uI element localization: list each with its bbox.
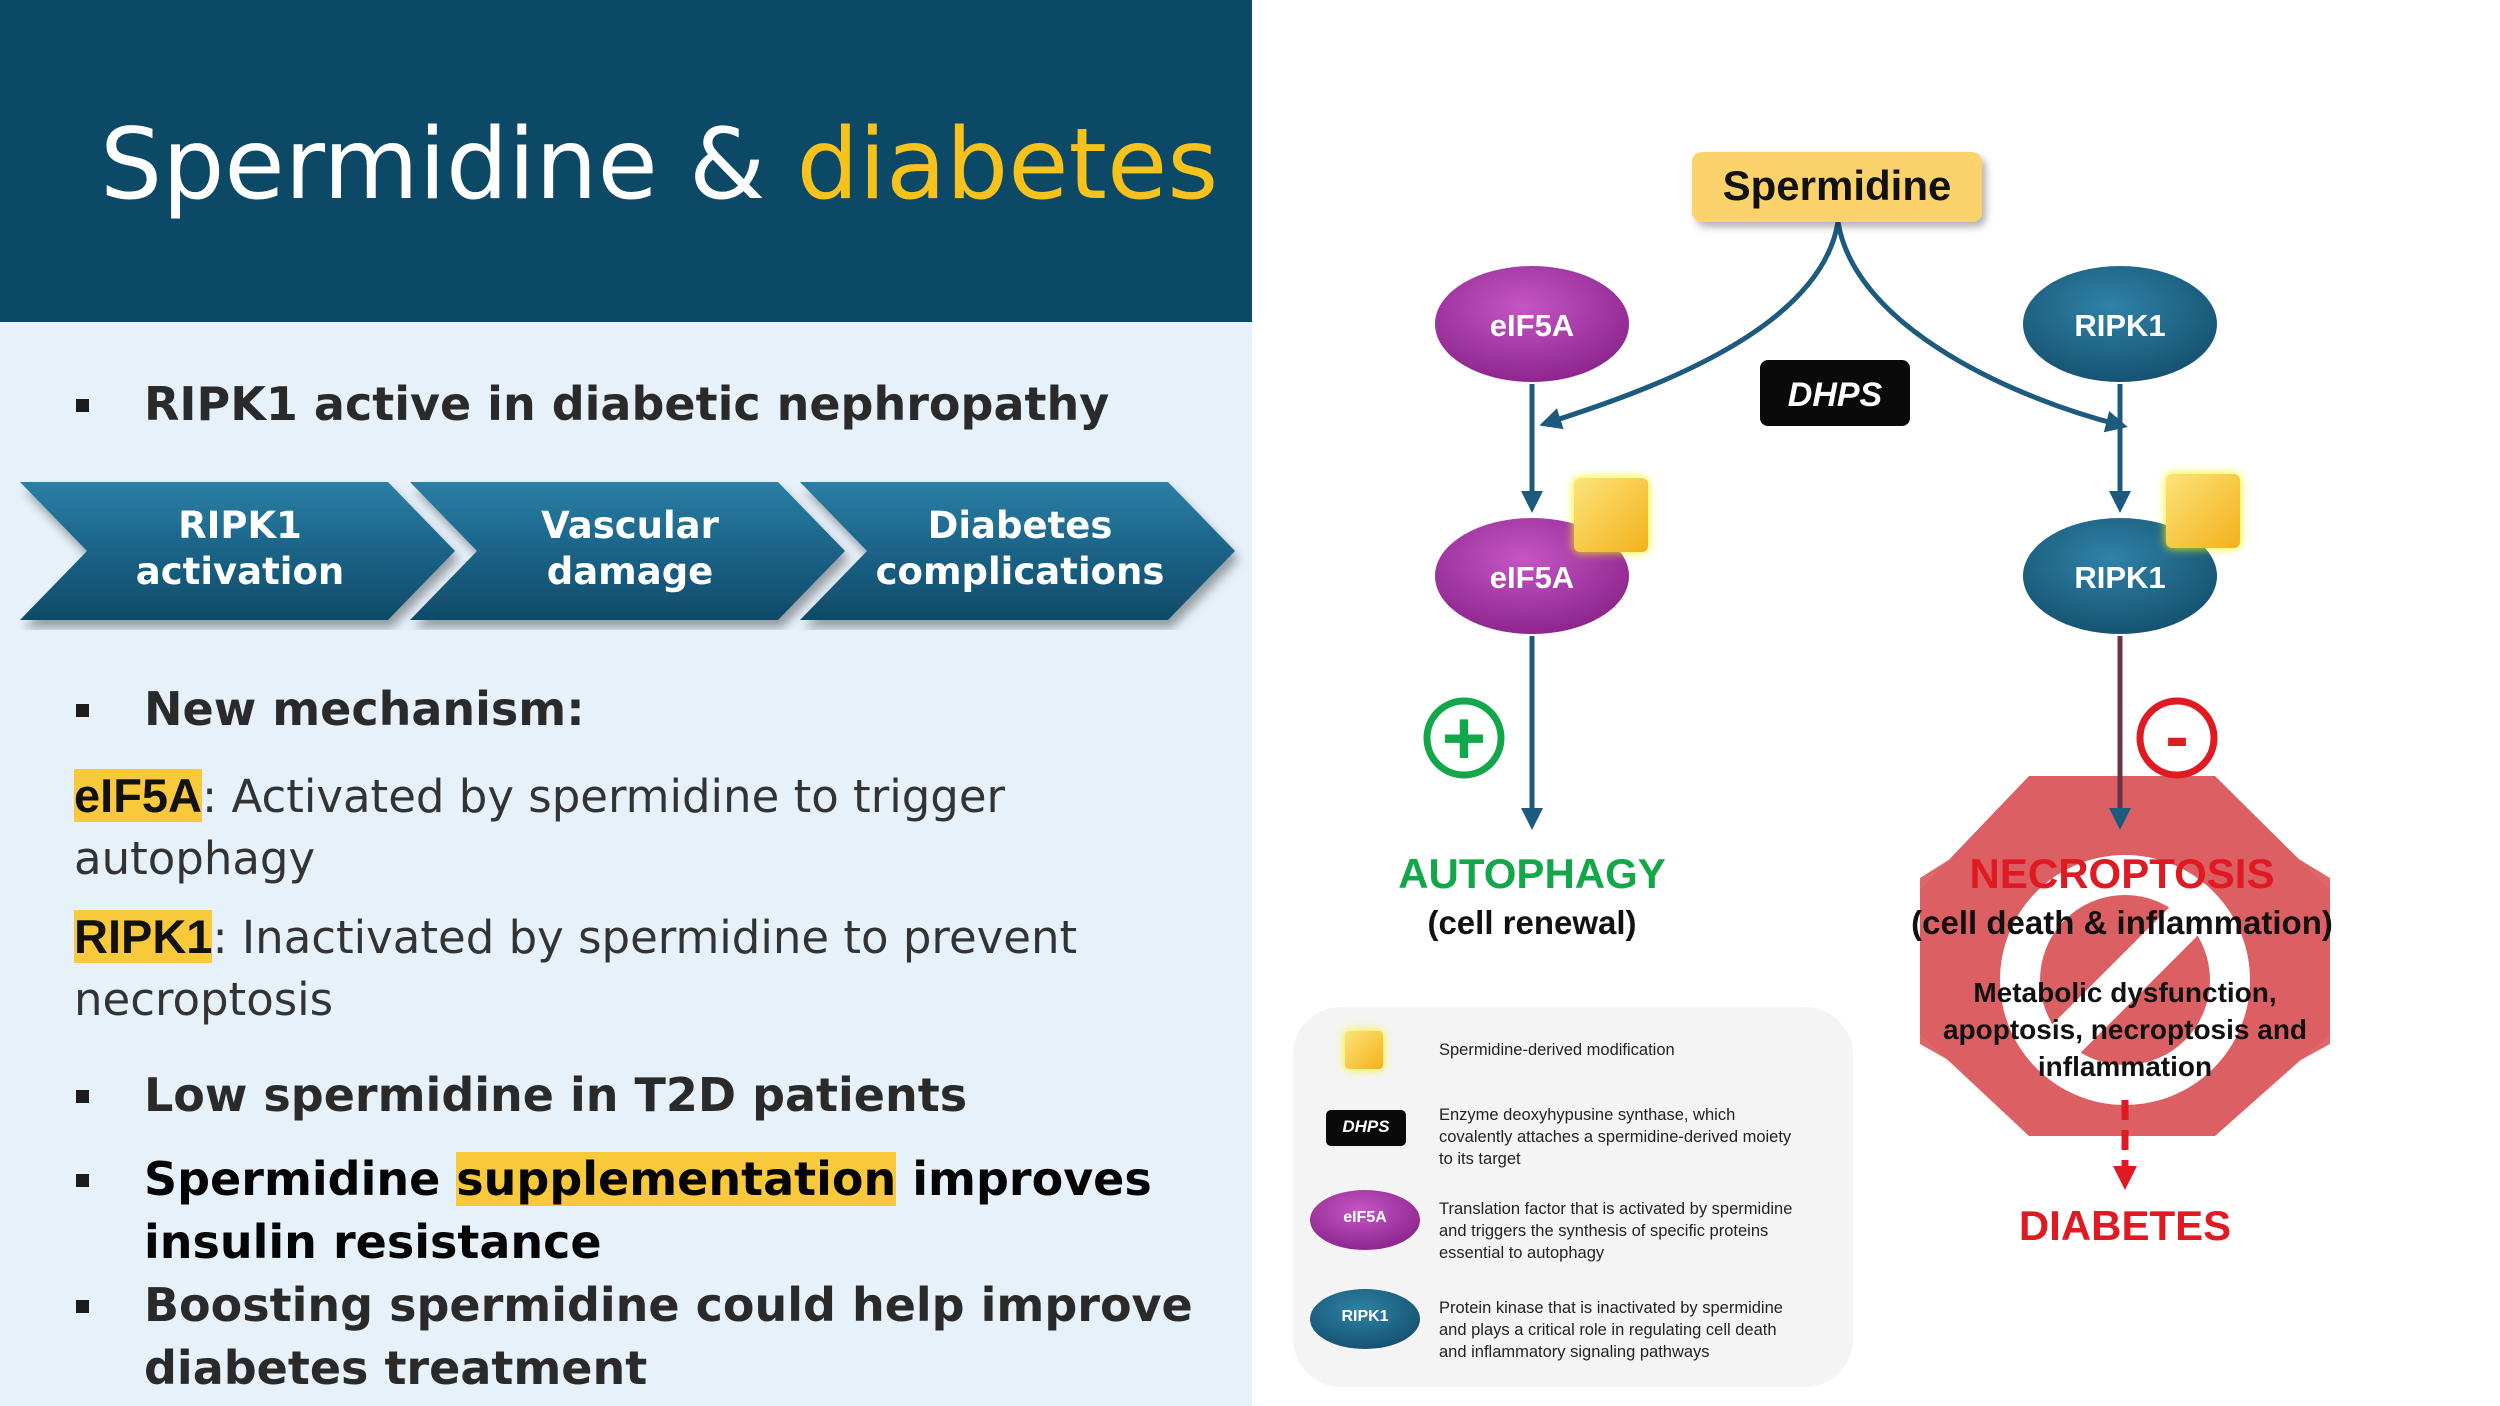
process-chevrons <box>20 482 1235 620</box>
legend-eif5a-label: eIF5A <box>1343 1209 1387 1226</box>
chevron-diabetes-complications <box>800 482 1235 620</box>
ripk1-node-modified <box>2023 518 2217 634</box>
eif5a-description: eIF5A: Activated by spermidine to trigge… <box>74 769 1006 823</box>
metabolic-text-1: Metabolic dysfunction, <box>1973 977 2276 1008</box>
eif5a-mod-label: eIF5A <box>1490 560 1574 595</box>
eif5a-top-label: eIF5A <box>1490 308 1574 343</box>
metabolic-text-3: inflammation <box>2038 1051 2212 1082</box>
minus-circle-icon <box>2136 697 2218 779</box>
title-banner: Spermidine & diabetes <box>0 0 1252 322</box>
bullet-supplementation: Spermidine supplementation improves <box>144 1152 1152 1206</box>
autophagy-sublabel: (cell renewal) <box>1427 904 1636 941</box>
legend-dhps-box <box>1326 1110 1406 1146</box>
bullet-low-spermidine: Low spermidine in T2D patients <box>144 1068 968 1122</box>
ripk1-mod-label: RIPK1 <box>2074 560 2165 595</box>
necroptosis-label: NECROPTOSIS <box>1970 850 2275 897</box>
eif5a-term: eIF5A <box>74 769 202 822</box>
title-main: Spermidine & <box>100 108 766 222</box>
plus-circle-icon <box>1423 697 1505 779</box>
legend-ripk1-text: Protein kinase that is inactivated by sp… <box>1439 1299 1783 1361</box>
chevron-vascular-damage <box>410 482 845 620</box>
dhps-label: DHPS <box>1788 376 1883 414</box>
legend-modification-icon <box>1345 1031 1383 1069</box>
eif5a-description-line2: autophagy <box>74 832 316 885</box>
bullet-boosting: Boosting spermidine could help improve <box>144 1278 1193 1332</box>
spermidine-box <box>1692 152 1982 222</box>
arrow-spermidine-to-ripk1 <box>1835 221 2128 433</box>
necroptosis-sublabel: (cell death & inflammation) <box>1911 904 2333 941</box>
bullet-marker <box>76 399 89 412</box>
title-accent: diabetes <box>796 108 1219 222</box>
plus-sign: + <box>1442 696 1486 781</box>
ripk1-top-label: RIPK1 <box>2074 308 2165 343</box>
diabetes-label: DIABETES <box>2019 1202 2231 1249</box>
page-title: Spermidine & diabetes <box>100 100 1218 230</box>
bullet-marker <box>76 1300 89 1313</box>
supplementation-highlight: supplementation <box>456 1152 897 1206</box>
legend-ripk1-node <box>1310 1289 1420 1349</box>
spermidine-modification-icon <box>2166 474 2240 548</box>
metabolic-text-2: apoptosis, necroptosis and <box>1943 1014 2307 1045</box>
ripk1-description: RIPK1: Inactivated by spermidine to prev… <box>74 910 1078 964</box>
arrow-spermidine-to-eif5a <box>1539 221 1841 430</box>
bullet-supplementation-line2: insulin resistance <box>144 1215 602 1269</box>
ripk1-node-top <box>2023 266 2217 382</box>
prohibition-slash <box>2035 890 2215 1070</box>
bullet-boosting-line2: diabetes treatment <box>144 1341 648 1395</box>
eif5a-node-top <box>1435 266 1629 382</box>
spermidine-label: Spermidine <box>1723 162 1952 209</box>
legend-eif5a-text: Translation factor that is activated by … <box>1439 1200 1793 1262</box>
bullet-new-mechanism: New mechanism: <box>144 682 585 736</box>
prohibition-ring <box>2000 855 2250 1105</box>
spermidine-modification-icon <box>1574 478 1648 552</box>
bullet-marker <box>76 1174 89 1187</box>
legend-symbols <box>1310 1031 1420 1349</box>
legend-panel: DHPS eIF5A RIPK1 Spermidine-derived modi… <box>1293 1007 1853 1387</box>
legend-ripk1-label: RIPK1 <box>1341 1308 1389 1325</box>
legend-eif5a-node <box>1310 1190 1420 1250</box>
dhps-box <box>1760 360 1910 426</box>
bullet-marker <box>76 1090 89 1103</box>
minus-sign: - <box>2165 697 2188 775</box>
ripk1-description-line2: necroptosis <box>74 973 334 1026</box>
bullet-ripk1-nephropathy: RIPK1 active in diabetic nephropathy <box>144 377 1110 431</box>
autophagy-label: AUTOPHAGY <box>1398 850 1666 897</box>
legend-mod-text: Spermidine-derived modification <box>1439 1041 1675 1059</box>
ripk1-term: RIPK1 <box>74 910 213 963</box>
bullet-marker <box>76 704 89 717</box>
chevron-ripk1-activation <box>20 482 455 620</box>
legend-dhps-label: DHPS <box>1342 1117 1390 1136</box>
